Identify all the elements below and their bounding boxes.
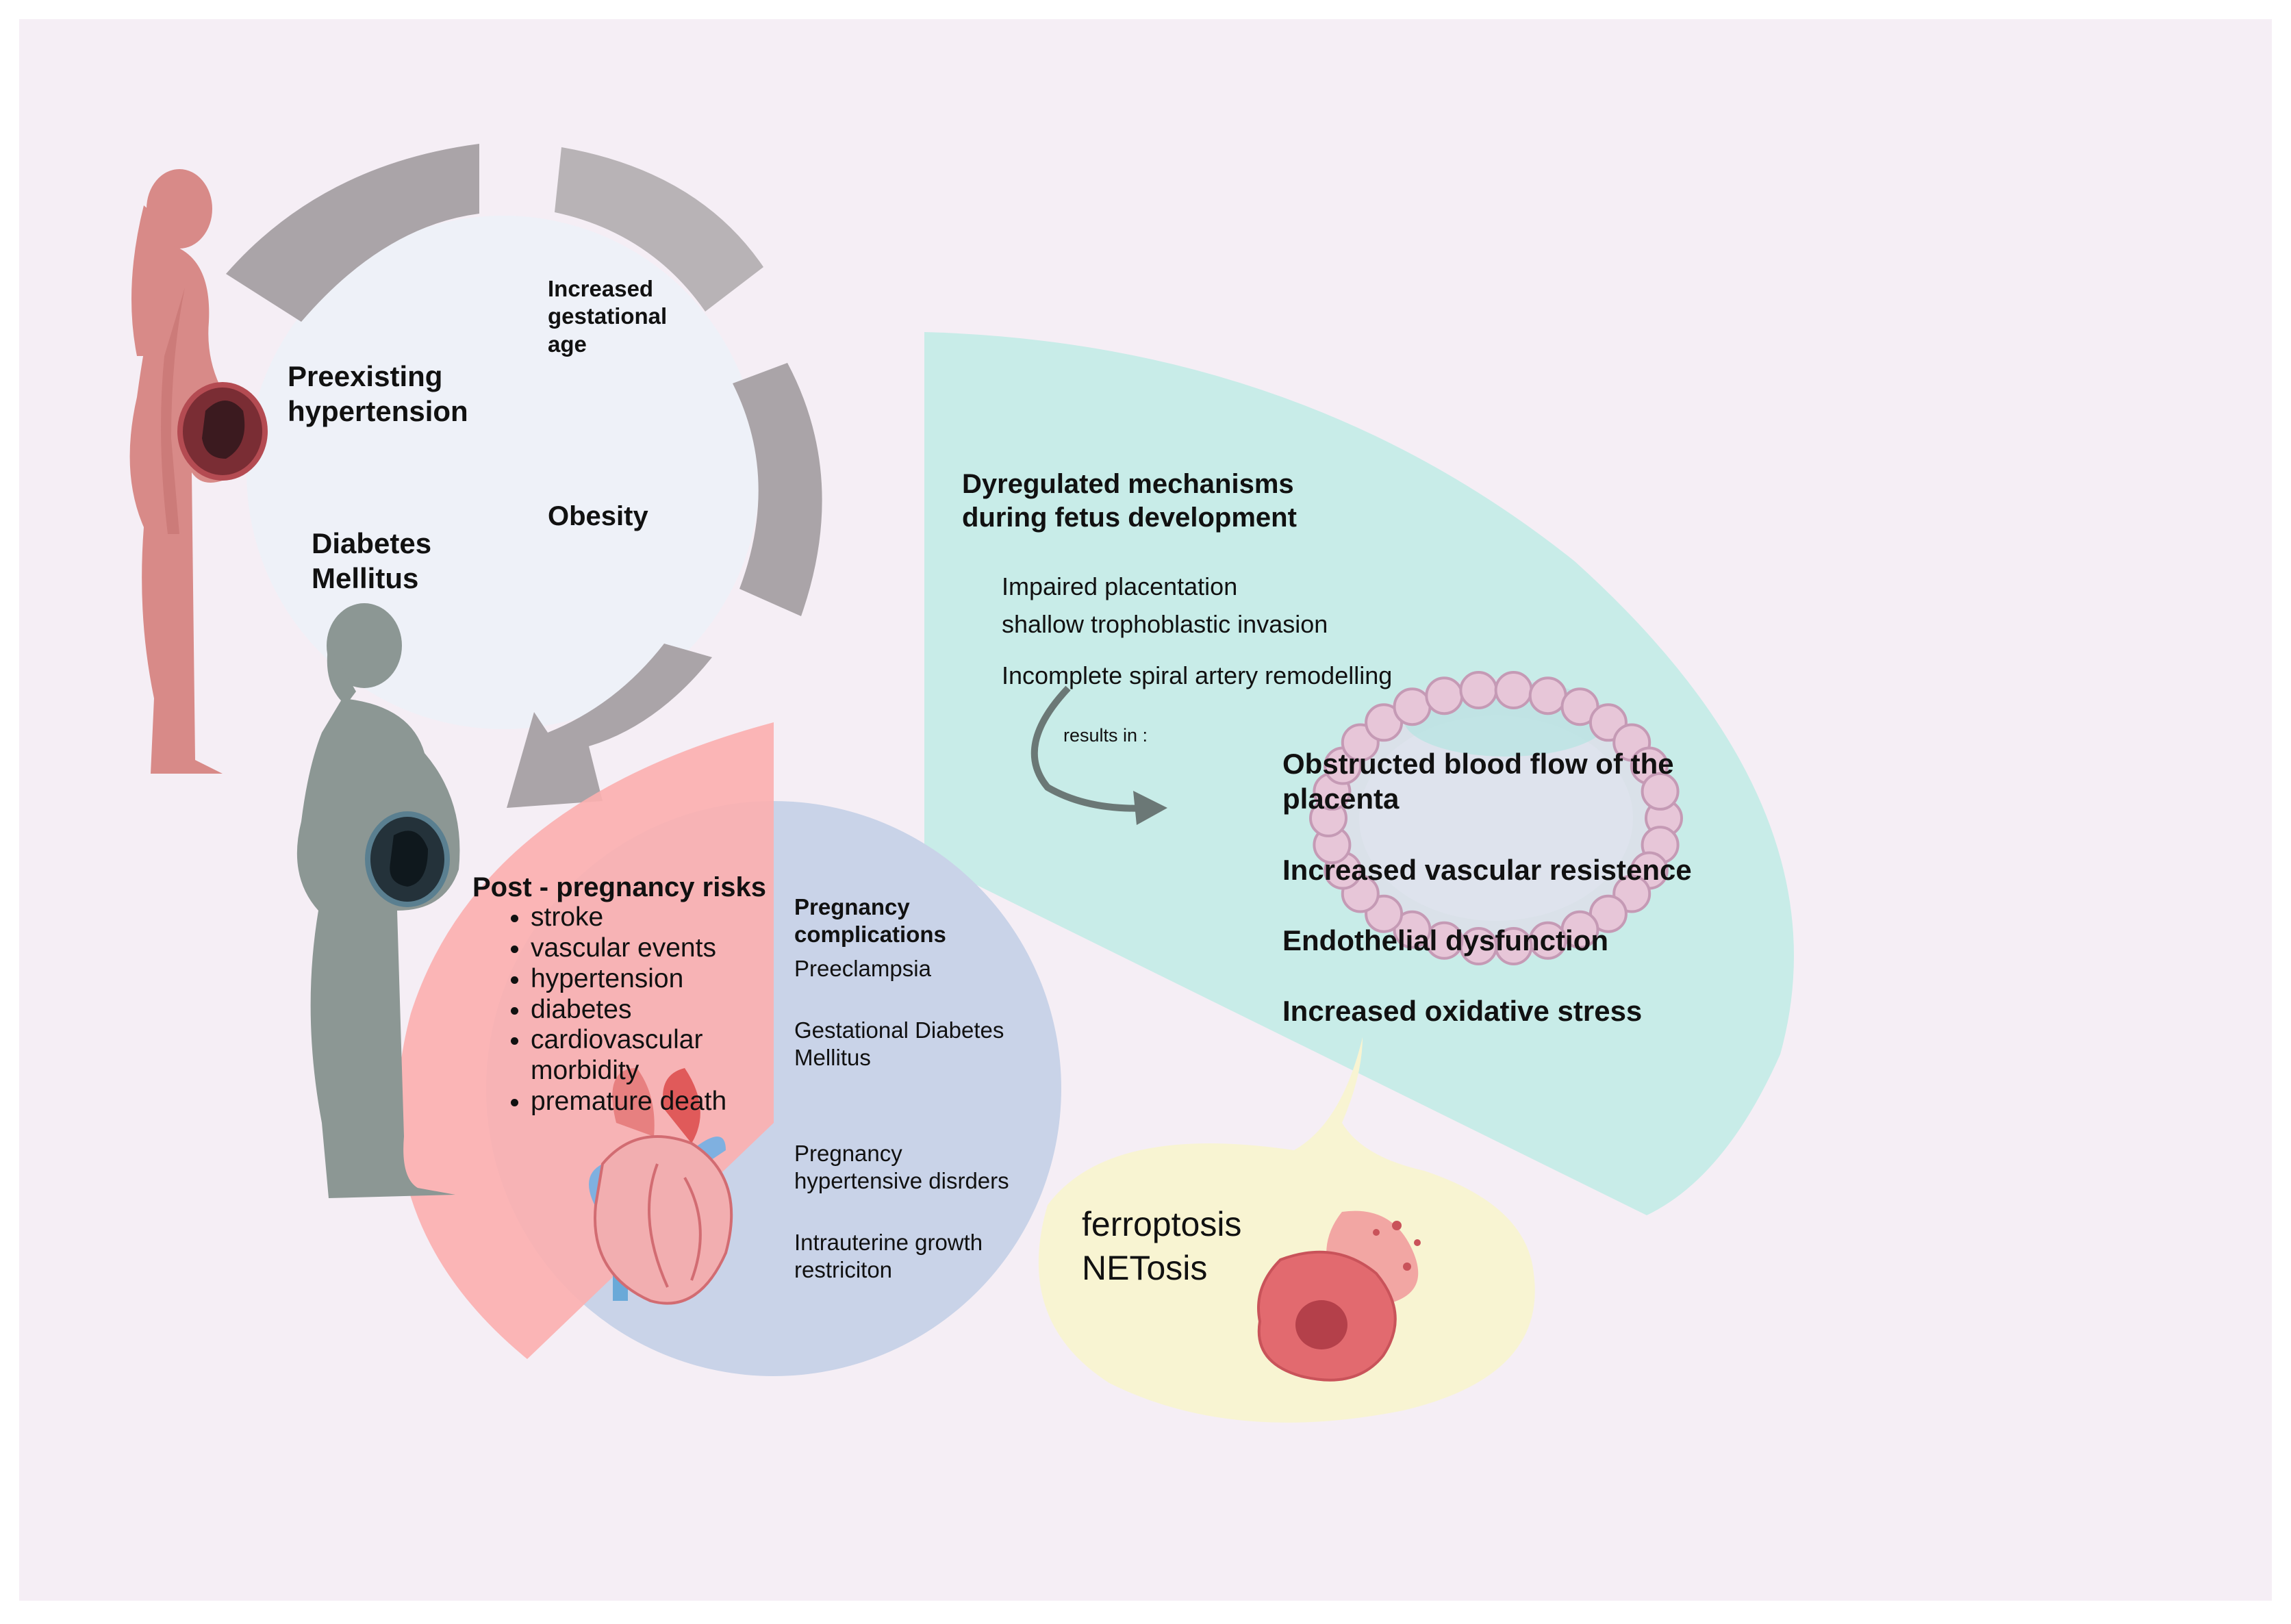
heart-illustration [589, 1068, 733, 1305]
risk-list-item: hypertension [531, 964, 818, 995]
mechanism-item: Impaired placentation [1002, 572, 1238, 600]
risk-list-item: premature death [531, 1087, 818, 1117]
placenta-cell-ring [1309, 671, 1683, 965]
results-label: results in : [1063, 725, 1148, 746]
complication-item: Intrauterine growth restriciton [794, 1230, 983, 1283]
mechanism-item: shallow trophoblastic invasion [1002, 610, 1328, 638]
mechanism-outcome: Increased oxidative stress [1282, 995, 1643, 1027]
mechanisms-title: Dyregulated mechanisms during fetus deve… [962, 469, 1297, 533]
results-arrow [1030, 685, 1151, 812]
risk-factor-circle [246, 216, 760, 729]
complication-item: Gestational Diabetes Mellitus [794, 1017, 1004, 1071]
complication-item: Pregnancy hypertensive disrders [794, 1141, 1009, 1194]
post-pregnancy-list: stroke vascular events hypertension diab… [496, 902, 818, 1117]
results-arrow-head [1133, 791, 1167, 825]
complications-title: Pregnancy complications [794, 894, 946, 948]
placenta-cell [1393, 687, 1432, 726]
mechanism-outcome: Endothelial dysfunction [1282, 924, 1609, 956]
mechanism-outcome: Obstructed blood flow of the placenta [1282, 748, 1674, 815]
complication-item: Preeclampsia [794, 956, 931, 981]
pregnant-woman-illustration-1 [129, 169, 248, 774]
cell-death-item: ferroptosis [1082, 1205, 1242, 1243]
risk-increased-age: Increased gestational age [548, 276, 668, 357]
risk-list-item: diabetes [531, 995, 818, 1026]
risk-diabetes-mellitus: Diabetes Mellitus [312, 527, 432, 595]
mechanism-item: Incomplete spiral artery remodelling [1002, 661, 1393, 689]
post-pregnancy-title: Post - pregnancy risks [472, 872, 767, 902]
placenta-cell [1641, 772, 1680, 811]
dying-cell-illustration [1257, 1210, 1421, 1382]
placenta-illustration [1315, 678, 1678, 959]
mechanism-outcome: Increased vascular resistence [1282, 854, 1692, 886]
cycle-arrow-bottom [507, 644, 712, 808]
cycle-arrow-right [733, 363, 822, 616]
cycle-arrow-top-left [226, 144, 479, 322]
risk-list-item: cardiovascular morbidity [531, 1025, 818, 1087]
risk-preexisting-hypertension: Preexisting hypertension [288, 360, 468, 428]
risk-list-item: stroke [531, 902, 818, 933]
risk-list-item: vascular events [531, 933, 818, 964]
risk-obesity: Obesity [548, 501, 648, 531]
cycle-arrow-top-right [555, 147, 763, 312]
fetus-illustration-1 [177, 382, 268, 481]
cell-death-item: NETosis [1082, 1249, 1208, 1287]
cycle-arrows [226, 144, 822, 808]
fetus-illustration-2 [365, 811, 450, 907]
cell-death-bubble [1038, 1037, 1535, 1423]
placenta-cell [1528, 676, 1567, 715]
